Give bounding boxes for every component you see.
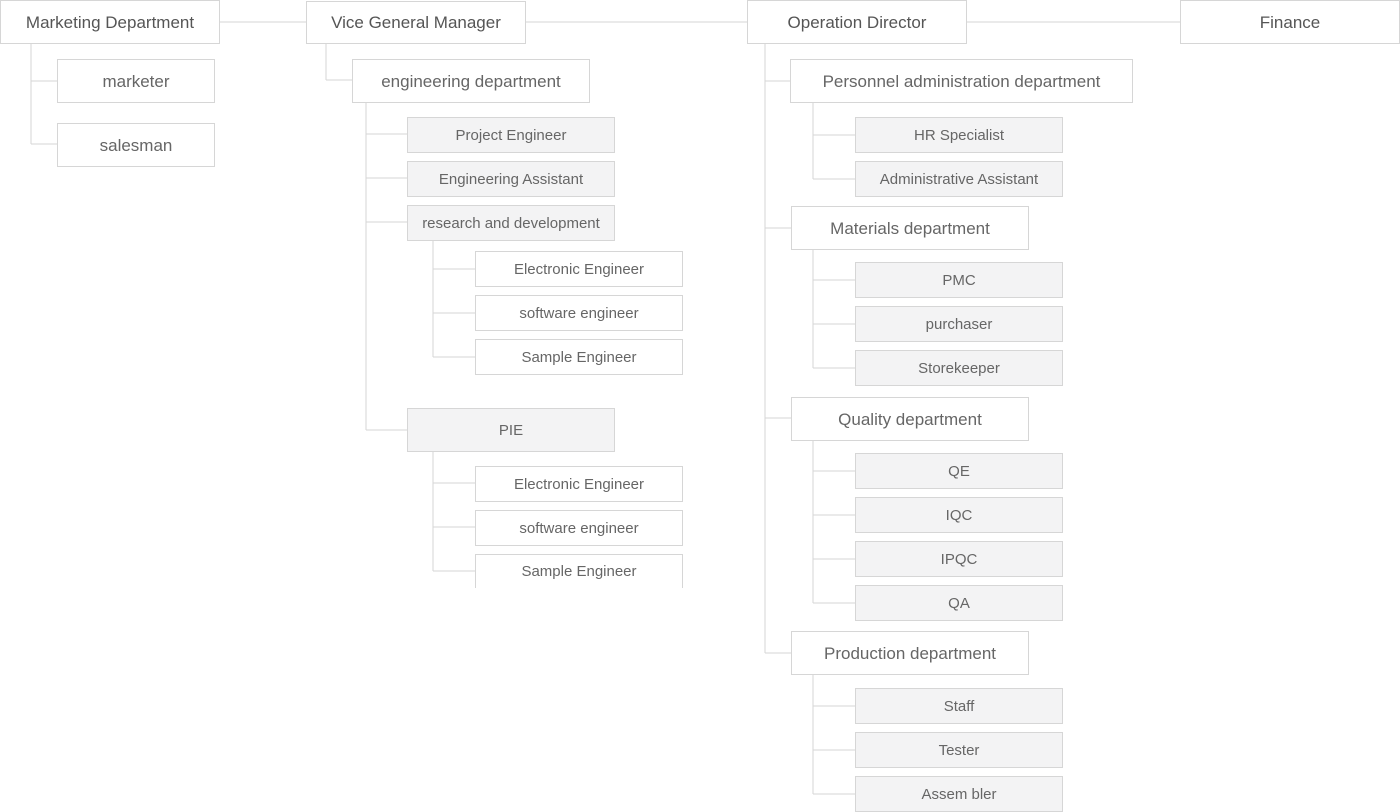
node-engineering-department[interactable]: engineering department [352,59,590,103]
node-materials-department[interactable]: Materials department [791,206,1029,250]
node-qe[interactable]: QE [855,453,1063,489]
node-pie-electronic-engineer[interactable]: Electronic Engineer [475,466,683,502]
node-finance[interactable]: Finance [1180,0,1400,44]
node-quality-department[interactable]: Quality department [791,397,1029,441]
node-engineering-assistant[interactable]: Engineering Assistant [407,161,615,197]
node-pie-software-engineer[interactable]: software engineer [475,510,683,546]
node-staff[interactable]: Staff [855,688,1063,724]
node-research-and-development[interactable]: research and development [407,205,615,241]
node-operation-director[interactable]: Operation Director [747,0,967,44]
node-administrative-assistant[interactable]: Administrative Assistant [855,161,1063,197]
node-personnel-administration-department[interactable]: Personnel administration department [790,59,1133,103]
node-purchaser[interactable]: purchaser [855,306,1063,342]
node-production-department[interactable]: Production department [791,631,1029,675]
node-pmc[interactable]: PMC [855,262,1063,298]
node-hr-specialist[interactable]: HR Specialist [855,117,1063,153]
node-project-engineer[interactable]: Project Engineer [407,117,615,153]
node-qa[interactable]: QA [855,585,1063,621]
node-iqc[interactable]: IQC [855,497,1063,533]
node-pie[interactable]: PIE [407,408,615,452]
node-marketer[interactable]: marketer [57,59,215,103]
node-tester[interactable]: Tester [855,732,1063,768]
node-rnd-software-engineer[interactable]: software engineer [475,295,683,331]
node-assembler[interactable]: Assem bler [855,776,1063,812]
node-marketing-department[interactable]: Marketing Department [0,0,220,44]
node-ipqc[interactable]: IPQC [855,541,1063,577]
node-rnd-electronic-engineer[interactable]: Electronic Engineer [475,251,683,287]
node-storekeeper[interactable]: Storekeeper [855,350,1063,386]
node-pie-sample-engineer[interactable]: Sample Engineer [475,554,683,588]
node-rnd-sample-engineer[interactable]: Sample Engineer [475,339,683,375]
node-vice-general-manager[interactable]: Vice General Manager [306,1,526,44]
node-salesman[interactable]: salesman [57,123,215,167]
